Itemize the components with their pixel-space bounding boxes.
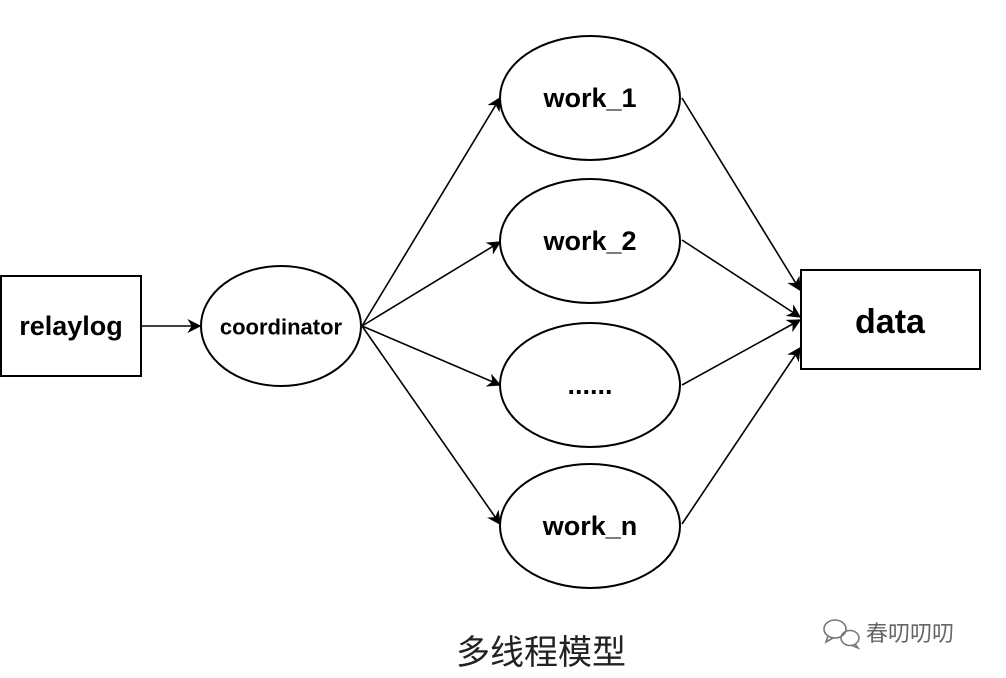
edge-ellipsis-to-data <box>681 319 802 386</box>
node-coordinator-label: coordinator <box>220 315 343 340</box>
edges <box>142 96 802 526</box>
node-relaylog: relaylog <box>0 275 142 377</box>
edge-coordinator-to-work_1 <box>361 96 501 327</box>
node-work_1-label: work_1 <box>542 83 636 113</box>
node-work_n-label: work_n <box>542 511 638 541</box>
watermark-text: 春叨叨叨 <box>866 622 954 647</box>
edge-work_n-to-data <box>681 346 801 525</box>
node-relaylog-label: relaylog <box>19 311 123 341</box>
node-data-label: data <box>855 303 926 341</box>
node-work_1: work_1 <box>499 35 681 161</box>
edge-coordinator-to-work_2 <box>361 241 502 327</box>
edge-coordinator-to-ellipsis <box>361 325 502 387</box>
node-work_2-label: work_2 <box>542 226 636 256</box>
edge-work_1-to-data <box>681 97 801 292</box>
node-coordinator: coordinator <box>200 265 362 387</box>
edge-coordinator-to-work_n <box>361 325 501 526</box>
edge-work_2-to-data <box>681 239 802 318</box>
watermark: 春叨叨叨 <box>823 619 954 650</box>
node-work_n: work_n <box>499 463 681 589</box>
node-ellipsis: ...... <box>499 322 681 448</box>
node-work_2: work_2 <box>499 178 681 304</box>
node-ellipsis-label: ...... <box>567 370 612 400</box>
diagram-caption: 多线程模型 <box>456 633 626 673</box>
wechat-icon <box>823 619 861 650</box>
node-data: data <box>800 269 981 370</box>
